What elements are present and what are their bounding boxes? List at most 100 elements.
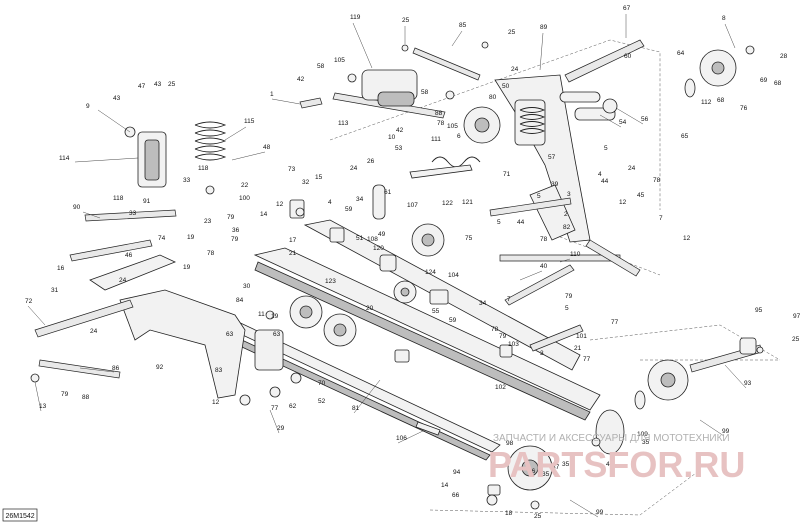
callout-c-103: 103 (508, 341, 519, 348)
callout-c-70: 70 (318, 380, 326, 387)
leader-lines (27, 14, 747, 518)
callout-c-30: 30 (243, 283, 251, 290)
callout-c-66: 66 (452, 492, 460, 499)
callout-c-5d: 5 (565, 305, 569, 312)
callout-c-123: 123 (325, 278, 336, 285)
callout-c-36: 36 (232, 227, 240, 234)
callout-c-17: 17 (289, 237, 297, 244)
rear-idler-shaft (564, 39, 645, 83)
callout-c-83: 83 (215, 367, 223, 374)
callout-c-77a: 77 (611, 319, 619, 326)
callout-c-4a: 4 (598, 171, 602, 178)
callout-c-81: 81 (352, 405, 360, 412)
callout-c-78a: 78 (437, 120, 445, 127)
callout-c-68a: 68 (774, 80, 782, 87)
callout-c-12c: 12 (683, 235, 691, 242)
hardware (30, 41, 764, 510)
callout-c-67: 67 (623, 5, 631, 12)
callout-c-99a: 99 (722, 428, 730, 435)
callout-c-25d: 25 (792, 336, 800, 343)
stop-shaft (529, 324, 584, 352)
short-bolt (299, 97, 323, 109)
callout-c-95: 95 (755, 307, 763, 314)
callout-c-59b: 59 (449, 317, 457, 324)
callout-c-107: 107 (407, 202, 418, 209)
callout-c-2: 2 (564, 211, 568, 218)
callout-c-14a: 14 (260, 211, 268, 218)
callout-c-44a: 44 (601, 178, 609, 185)
cross-tube (489, 197, 572, 217)
callout-c-45: 45 (637, 192, 645, 199)
callout-c-79e: 79 (61, 391, 69, 398)
callout-c-78e: 78 (491, 326, 499, 333)
callout-c-105b: 105 (447, 123, 458, 130)
callout-c-35b: 35 (562, 461, 570, 468)
callout-c-58b: 58 (421, 89, 429, 96)
callout-c-58: 58 (317, 63, 325, 70)
callout-c-124: 124 (425, 269, 436, 276)
front-shaft (84, 209, 177, 222)
callout-c-115: 115 (244, 118, 255, 125)
callout-c-19c: 19 (271, 313, 279, 320)
callout-c-96: 96 (528, 468, 536, 475)
callout-c-59a: 59 (345, 206, 353, 213)
callout-c-120: 120 (373, 245, 384, 252)
callout-c-77b: 77 (583, 356, 591, 363)
watermark-caption: ЗАПЧАСТИ И АКСЕССУАРЫ ДЛЯ МОТОТЕХНИКИ (493, 433, 730, 444)
callout-c-18: 18 (505, 510, 513, 517)
callout-c-92: 92 (156, 364, 164, 371)
callout-c-88: 88 (435, 110, 443, 117)
callout-c-98: 98 (506, 440, 514, 447)
callout-c-43b: 43 (154, 81, 162, 88)
callout-c-87: 87 (552, 464, 560, 471)
callout-c-111: 111 (431, 136, 441, 143)
callout-c-104: 104 (448, 272, 459, 279)
callout-c-3b: 3 (540, 350, 544, 357)
callout-c-113: 113 (338, 120, 349, 127)
callout-c-14b: 14 (441, 482, 449, 489)
callout-c-15: 15 (315, 174, 323, 181)
callout-c-86: 86 (112, 365, 120, 372)
callout-c-121: 121 (462, 199, 473, 206)
callout-c-21: 21 (289, 250, 297, 257)
callout-c-6: 6 (457, 133, 461, 140)
callout-c-13: 13 (39, 403, 47, 410)
callout-c-118b: 118 (113, 195, 124, 202)
front-long-bolt (69, 239, 153, 262)
callout-c-49: 49 (378, 231, 386, 238)
callout-c-56: 56 (641, 116, 649, 123)
right-slide-rail (253, 247, 601, 411)
callout-c-5c: 5 (497, 219, 501, 226)
callout-c-5b: 5 (537, 193, 541, 200)
idler-wheel-left (289, 295, 323, 329)
callout-c-44b: 44 (517, 219, 525, 226)
idler-wheels (289, 49, 737, 491)
callout-c-25e: 25 (534, 513, 542, 520)
callout-c-33: 33 (183, 177, 191, 184)
callout-c-8: 8 (722, 15, 726, 22)
callout-c-53: 53 (395, 145, 403, 152)
callout-c-28: 28 (780, 53, 788, 60)
upper-rear-wheel (463, 106, 501, 144)
callout-c-105a: 105 (334, 57, 345, 64)
callout-c-23: 23 (204, 218, 212, 225)
callout-c-118a: 118 (198, 165, 209, 172)
callout-c-73: 73 (288, 166, 296, 173)
callout-c-9: 9 (86, 103, 90, 110)
callout-c-40: 40 (540, 263, 548, 270)
callout-c-65: 65 (681, 133, 689, 140)
callout-c-78d: 78 (207, 250, 215, 257)
callout-c-94: 94 (453, 469, 461, 476)
watermark-logo: PARTSFOR.RU (488, 444, 745, 485)
callout-c-79a: 79 (227, 214, 235, 221)
callout-c-88b: 88 (82, 394, 90, 401)
callout-c-51: 51 (356, 235, 364, 242)
callout-c-97: 97 (793, 313, 800, 320)
idler-wheel-mid (323, 313, 357, 347)
rear-idler-wheel (647, 359, 689, 401)
front-suspension-arm (119, 289, 246, 399)
callout-c-21b: 21 (574, 345, 582, 352)
callout-c-10: 10 (388, 134, 396, 141)
callout-c-12d: 12 (212, 399, 220, 406)
